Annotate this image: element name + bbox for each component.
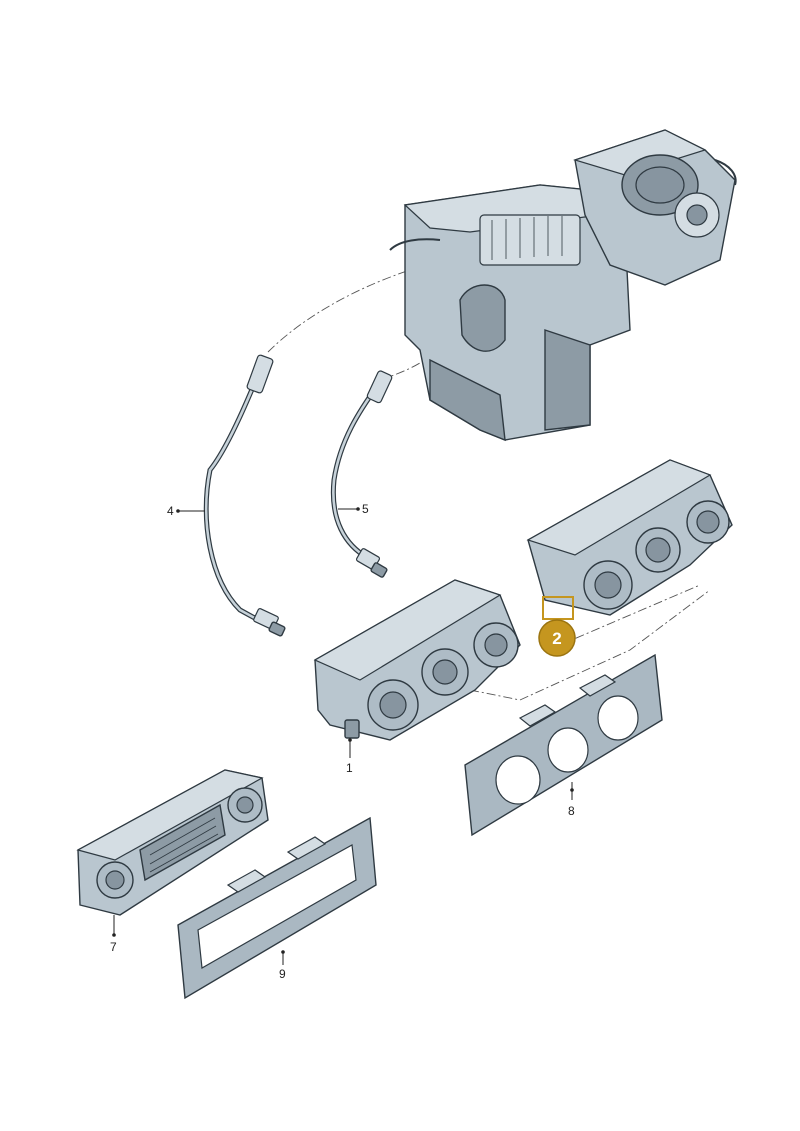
callout-7[interactable]: 7 [110,915,117,954]
badge-circle [538,619,576,657]
callout-4-label: 4 [167,504,174,518]
bowden-cable-4 [203,354,286,637]
badge-label: 2 [552,629,561,648]
callout-9[interactable]: 9 [279,950,286,981]
callout-8[interactable]: 8 [568,782,575,818]
control-unit-1 [313,579,521,741]
callout-9-label: 9 [279,967,286,981]
heater-unit-housing [389,184,681,442]
blower-motor [573,129,737,286]
callout-1-label: 1 [346,761,353,775]
callout-5-label: 5 [362,502,369,516]
callout-8-label: 8 [568,804,575,818]
trim-frame-9 [177,816,377,1000]
callout-5[interactable]: 5 [338,502,369,516]
callout-1[interactable]: 1 [346,738,353,775]
bowden-cable-5 [330,370,393,578]
trim-frame-8 [464,653,663,837]
climate-control-unit-7 [76,769,269,916]
callout-badge-2[interactable]: 2 [538,619,576,657]
item-2-highlight-box [542,596,574,620]
callout-4[interactable]: 4 [167,504,205,518]
control-unit-upper [526,459,733,620]
callout-7-label: 7 [110,940,117,954]
